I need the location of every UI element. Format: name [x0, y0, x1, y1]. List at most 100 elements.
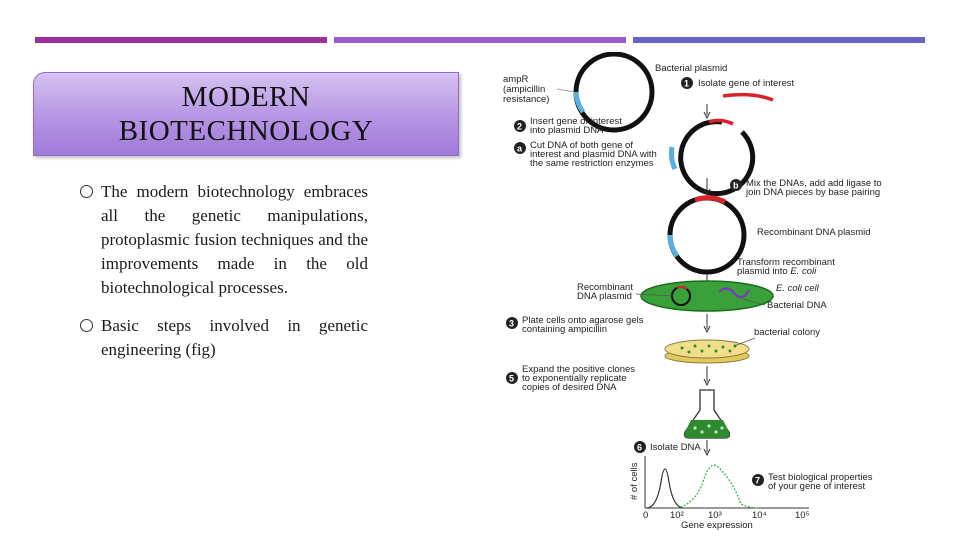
bullet-text-2: Basic steps involved in genetic engineer…	[101, 316, 368, 359]
arrow-6-head	[703, 448, 711, 457]
decor-bar-1	[35, 37, 327, 43]
arrow-2-head	[703, 188, 711, 197]
label-recomb-dna-1: Recombinant	[577, 282, 633, 293]
recombinant-plasmid-ring	[667, 195, 747, 275]
decor-bar-3	[633, 37, 925, 43]
petri-dish-top	[664, 339, 750, 359]
label-step-3b: containing ampicillin	[522, 324, 607, 335]
step-2-number: 2	[517, 122, 522, 132]
label-ampr-2: (ampicillin	[503, 84, 545, 95]
x-tick-4: 10⁵	[795, 510, 810, 521]
recomb-dna-pointer	[635, 293, 674, 297]
title-line-1: MODERN	[181, 81, 311, 113]
ampr-pointer	[556, 88, 576, 93]
label-step-4b: to exponentially replicate	[522, 373, 627, 384]
step-7-badge	[752, 474, 764, 486]
step-a-badge	[514, 142, 526, 154]
step-a-letter: a	[517, 144, 523, 154]
bullet-item-1: The modern biotechnology embraces all th…	[80, 180, 368, 300]
step-5-badge	[506, 372, 518, 384]
bullet-circle-icon	[80, 185, 93, 198]
x-tick-2: 10³	[708, 510, 722, 521]
colony	[728, 349, 732, 353]
label-step-c2-text: plasmid into	[737, 266, 790, 277]
x-tick-0: 0	[643, 510, 648, 521]
label-step-c1: Transform recombinant	[737, 257, 835, 268]
ecoli-plasmid-insert	[676, 285, 688, 290]
y-axis-label: # of cells	[629, 462, 640, 500]
cut-plasmid-ring	[678, 119, 756, 197]
label-step-1: Isolate gene of interest	[698, 78, 794, 89]
flask-cells	[693, 424, 724, 434]
genetic-engineering-figure: Bacterial plasmid ampR (ampicillin resis…	[497, 52, 915, 532]
cell	[707, 424, 711, 428]
bullet-circle-icon	[80, 319, 93, 332]
label-step-4c: copies of desired DNA	[522, 382, 617, 393]
bullet-text-1: The modern biotechnology embraces all th…	[101, 182, 368, 297]
recombinant-insert	[694, 195, 727, 205]
step-1-number: 1	[684, 79, 689, 89]
label-step-a2: interest and plasmid DNA with	[530, 149, 657, 160]
arrow-5-head	[703, 378, 711, 387]
arrow-1-head	[703, 111, 711, 120]
cell	[700, 430, 704, 434]
figure-layer-svg: 2 Insert gene of interest into plasmid D…	[506, 104, 882, 531]
label-ecoli-cell: E. coli cell	[776, 283, 820, 294]
step-7-number: 7	[755, 476, 760, 486]
label-step-3a: Plate cells onto agarose gels	[522, 315, 644, 326]
label-step-7b: of your gene of interest	[768, 481, 866, 492]
label-step-2a: Insert gene of interest	[530, 116, 622, 127]
colony-pointer	[733, 337, 756, 347]
colonies	[680, 344, 737, 354]
bullet-list: The modern biotechnology embraces all th…	[80, 180, 368, 373]
cell	[693, 426, 697, 430]
figure-svg: Bacterial plasmid ampR (ampicillin resis…	[503, 52, 794, 133]
cell	[714, 430, 718, 434]
step-1-badge	[681, 77, 693, 89]
label-bacterial-colony: bacterial colony	[754, 327, 820, 338]
label-bacterial-dna: Bacterial DNA	[767, 300, 827, 311]
insert-fragment	[708, 118, 734, 126]
step-2-badge	[514, 120, 526, 132]
label-step-4a: Expand the positive clones	[522, 364, 635, 375]
colony	[721, 345, 725, 349]
ecoli-cell	[640, 280, 774, 312]
label-ampr-1: ampR	[503, 74, 528, 85]
recombinant-ampr	[667, 234, 680, 258]
colony	[700, 349, 704, 353]
x-axis-label: Gene expression	[681, 520, 753, 531]
label-ampr-3: resistance)	[503, 94, 549, 105]
step-b-badge	[730, 179, 742, 191]
control-curve	[646, 468, 684, 509]
label-recomb-dna-2: DNA plasmid	[577, 291, 632, 302]
step-6-badge	[634, 441, 646, 453]
figure-layer: 2 Insert gene of interest into plasmid D…	[497, 52, 915, 532]
label-step-a1: Cut DNA of both gene of	[530, 140, 633, 151]
x-tick-1: 10²	[670, 510, 684, 521]
flask-culture	[684, 420, 730, 438]
label-step-a3: the same restriction enzymes	[530, 158, 654, 169]
step-b-letter: b	[733, 181, 739, 191]
title-box: MODERN BIOTECHNOLOGY	[33, 72, 459, 156]
bullet-item-2: Basic steps involved in genetic engineer…	[80, 314, 368, 362]
label-step-b1: Mix the DNAs, add add ligase to	[746, 178, 882, 189]
colony	[714, 349, 718, 353]
label-recombinant-plasmid: Recombinant DNA plasmid	[757, 227, 871, 238]
ecoli-bacterial-dna	[718, 287, 751, 299]
cut-plasmid-ampr	[668, 146, 678, 171]
arrow-4-head	[703, 325, 711, 334]
step-6-number: 6	[637, 443, 642, 453]
title-line-2: BIOTECHNOLOGY	[118, 115, 374, 147]
bacterial-dna-pointer	[742, 298, 766, 306]
experimental-curve	[676, 464, 760, 509]
colony	[687, 350, 691, 354]
colony	[707, 344, 711, 348]
step-3-badge	[506, 317, 518, 329]
colony	[680, 346, 684, 350]
step-5-number: 5	[509, 374, 514, 384]
gene-of-interest-fragment	[722, 92, 774, 102]
label-step-6: Isolate DNA	[650, 442, 701, 453]
colony	[693, 344, 697, 348]
label-bacterial-plasmid: Bacterial plasmid	[655, 63, 727, 74]
label-step-7a: Test biological properties	[768, 472, 873, 483]
